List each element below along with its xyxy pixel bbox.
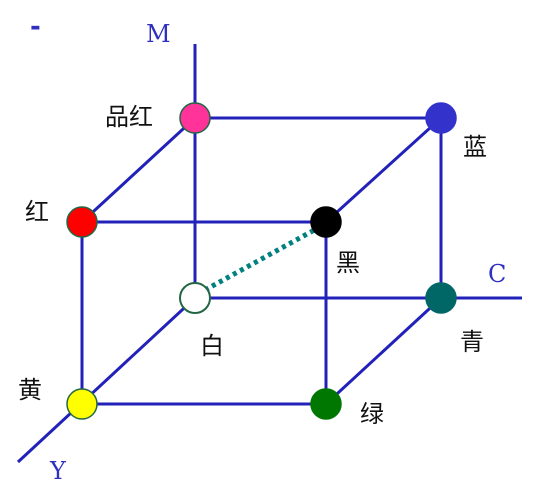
node-red — [66, 206, 98, 238]
m-axis-label: M — [146, 20, 171, 48]
c-axis-label: C — [488, 260, 506, 288]
node-white — [179, 282, 211, 314]
node-blue — [425, 102, 457, 134]
y-axis-label: Y — [49, 457, 67, 485]
y-axis-line — [16, 296, 197, 464]
corner-mark: - — [30, 12, 41, 42]
edge-magenta-red — [80, 116, 197, 224]
label-blue: 蓝 — [463, 133, 487, 161]
edge-cyan-green — [324, 296, 443, 406]
label-cyan: 青 — [460, 328, 484, 356]
label-yellow: 黄 — [18, 376, 42, 404]
node-cyan — [425, 282, 457, 314]
white-black-dotted-link — [203, 225, 320, 293]
node-black — [310, 206, 342, 238]
label-white: 白 — [200, 332, 224, 360]
label-magenta: 品红 — [105, 103, 153, 131]
label-black: 黑 — [336, 249, 360, 277]
node-magenta — [179, 102, 211, 134]
node-green — [310, 388, 342, 420]
node-yellow — [66, 388, 98, 420]
label-green: 绿 — [360, 400, 384, 428]
edge-blue-black — [324, 116, 443, 224]
label-red: 红 — [25, 198, 49, 226]
